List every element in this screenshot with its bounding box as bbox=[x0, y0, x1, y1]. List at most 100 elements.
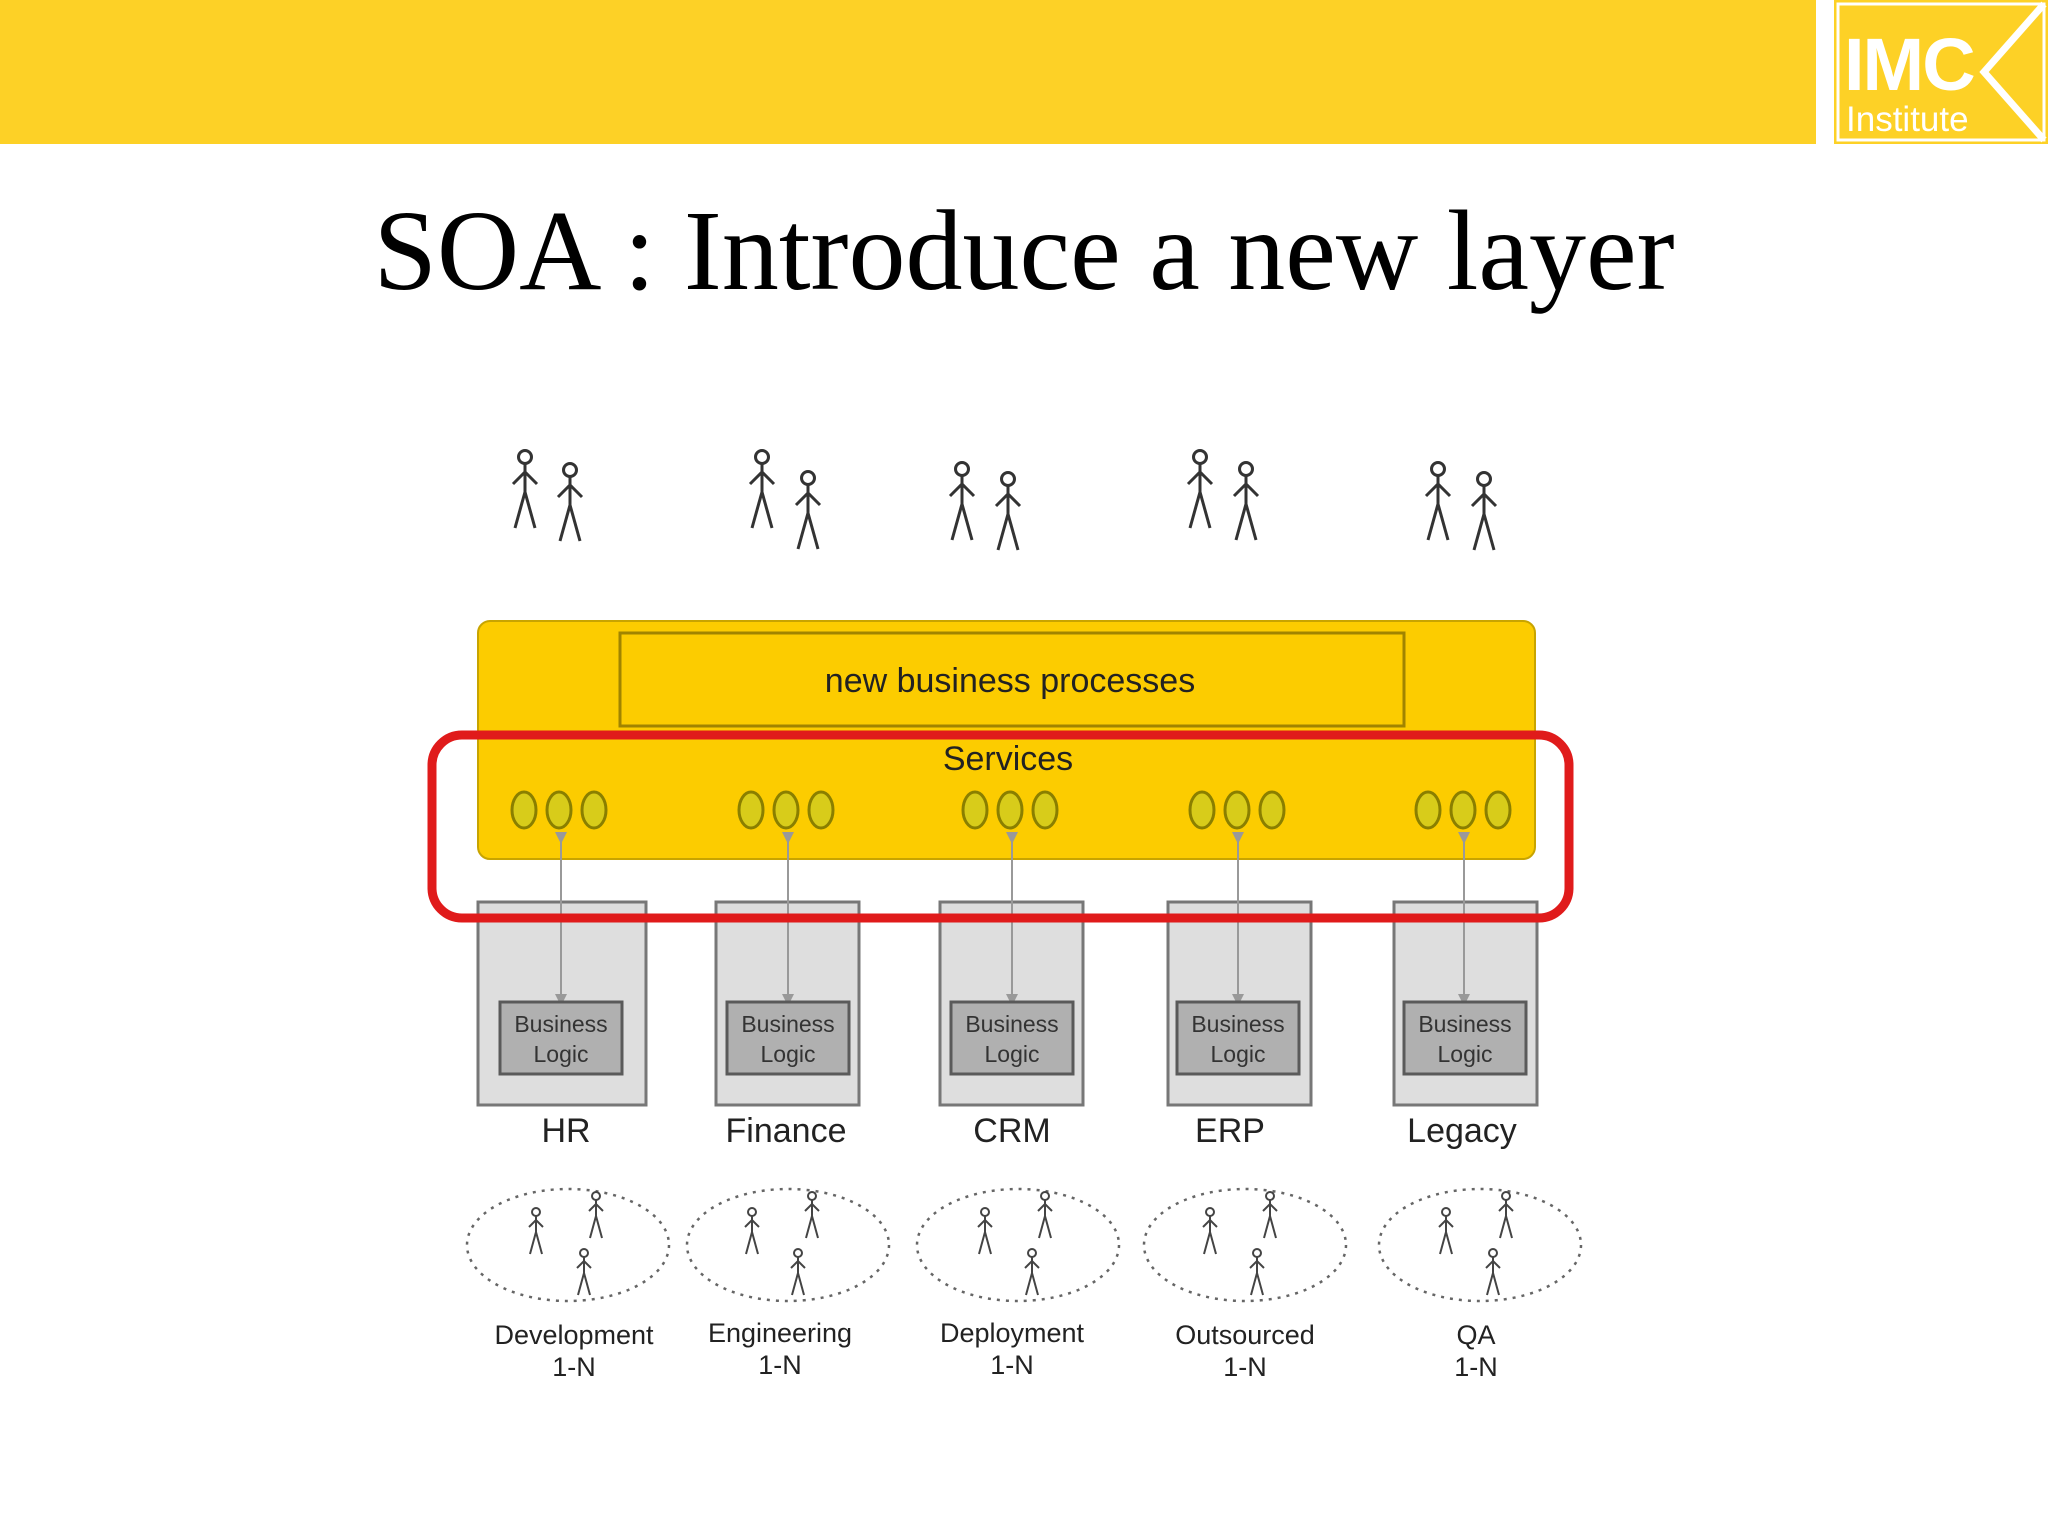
business-logic-label: Logic bbox=[534, 1041, 589, 1067]
users-group-1 bbox=[511, 449, 584, 543]
team-boundary bbox=[915, 1187, 1121, 1303]
user-icon bbox=[1232, 461, 1260, 542]
business-logic-label: Business bbox=[514, 1011, 607, 1037]
team-name: Outsourced bbox=[1175, 1320, 1315, 1350]
user-icon bbox=[511, 449, 539, 530]
service-node bbox=[545, 790, 573, 830]
team-name: Development bbox=[494, 1320, 654, 1350]
team-cluster-outsourced bbox=[1142, 1187, 1348, 1303]
team-member-icon bbox=[576, 1248, 592, 1296]
team-count: 1-N bbox=[1454, 1352, 1498, 1382]
user-icon bbox=[1424, 461, 1452, 542]
team-member-icon bbox=[1249, 1248, 1265, 1296]
services-label: Services bbox=[943, 740, 1073, 778]
team-member-icon bbox=[588, 1191, 604, 1239]
team-count: 1-N bbox=[552, 1352, 596, 1382]
logo-sub-text: Institute bbox=[1846, 100, 1969, 139]
business-logic-label: Business bbox=[741, 1011, 834, 1037]
team-member-icon bbox=[977, 1207, 993, 1255]
user-icon bbox=[948, 461, 976, 542]
finance-services bbox=[737, 790, 835, 830]
team-member-icon bbox=[1024, 1248, 1040, 1296]
business-logic-label: Business bbox=[1191, 1011, 1284, 1037]
business-logic-box bbox=[725, 1000, 851, 1076]
user-icon bbox=[748, 449, 776, 530]
team-member-icon bbox=[528, 1207, 544, 1255]
business-logic-label: Logic bbox=[761, 1041, 816, 1067]
service-endpoints bbox=[510, 790, 1512, 830]
team-boundary bbox=[1142, 1187, 1348, 1303]
business-logic-label: Logic bbox=[1211, 1041, 1266, 1067]
logo-main-text: IMC bbox=[1844, 23, 1976, 106]
team-member-icon bbox=[1037, 1191, 1053, 1239]
logo-chevron-mark bbox=[1836, 1, 2047, 143]
team-count: 1-N bbox=[758, 1350, 802, 1380]
team-member-icon bbox=[1485, 1248, 1501, 1296]
team-boundary bbox=[1377, 1187, 1583, 1303]
team-boundary bbox=[685, 1187, 891, 1303]
system-name-legacy: Legacy bbox=[1407, 1112, 1517, 1150]
user-icon bbox=[794, 470, 822, 551]
system-name-crm: CRM bbox=[973, 1112, 1050, 1150]
business-process-box bbox=[618, 631, 1406, 728]
team-name: Engineering bbox=[708, 1318, 852, 1348]
header-banner bbox=[0, 0, 1816, 144]
user-icon bbox=[556, 462, 584, 543]
system-name-hr: HR bbox=[541, 1112, 590, 1150]
team-name: QA bbox=[1456, 1320, 1495, 1350]
users-group-3 bbox=[948, 461, 1022, 552]
team-cluster-qa bbox=[1377, 1187, 1583, 1303]
team-member-icon bbox=[744, 1207, 760, 1255]
business-logic-label: Business bbox=[965, 1011, 1058, 1037]
erp-services bbox=[1188, 790, 1286, 830]
service-node bbox=[1484, 790, 1512, 830]
business-logic-box bbox=[1402, 1000, 1528, 1076]
service-node bbox=[1031, 790, 1059, 830]
users-group-4 bbox=[1186, 449, 1260, 542]
team-clusters bbox=[465, 1187, 1583, 1303]
hr-services bbox=[510, 790, 608, 830]
team-boundary bbox=[465, 1187, 671, 1303]
system-names: HR Finance CRM ERP Legacy bbox=[541, 1112, 1516, 1150]
user-icon bbox=[994, 471, 1022, 552]
user-icon bbox=[1470, 471, 1498, 552]
business-logic-box bbox=[498, 1000, 624, 1076]
service-node bbox=[737, 790, 765, 830]
business-logic-label: Logic bbox=[1438, 1041, 1493, 1067]
service-node bbox=[807, 790, 835, 830]
team-member-icon bbox=[1498, 1191, 1514, 1239]
service-node bbox=[580, 790, 608, 830]
service-node bbox=[1258, 790, 1286, 830]
service-node bbox=[510, 790, 538, 830]
imc-institute-logo: IMC Institute bbox=[1834, 0, 2048, 144]
team-name: Deployment bbox=[940, 1318, 1085, 1348]
team-count: 1-N bbox=[990, 1350, 1034, 1380]
team-cluster-deployment bbox=[915, 1187, 1121, 1303]
users-group-5 bbox=[1424, 461, 1498, 552]
service-node bbox=[1223, 790, 1251, 830]
business-logic-label: Logic bbox=[985, 1041, 1040, 1067]
business-logic-box bbox=[949, 1000, 1075, 1076]
services-layer-highlight bbox=[427, 730, 1574, 923]
crm-services bbox=[961, 790, 1059, 830]
team-member-icon bbox=[1202, 1207, 1218, 1255]
team-count: 1-N bbox=[1223, 1352, 1267, 1382]
service-node bbox=[772, 790, 800, 830]
team-cluster-engineering bbox=[685, 1187, 891, 1303]
business-logic-label: Business bbox=[1418, 1011, 1511, 1037]
user-icon bbox=[1186, 449, 1214, 530]
users-group-2 bbox=[748, 449, 822, 551]
team-member-icon bbox=[804, 1191, 820, 1239]
team-member-icon bbox=[790, 1248, 806, 1296]
business-logic-box bbox=[1175, 1000, 1301, 1076]
team-member-icon bbox=[1262, 1191, 1278, 1239]
service-node bbox=[1414, 790, 1442, 830]
business-logic-boxes: Business Logic Business Logic Business L… bbox=[498, 1000, 1528, 1076]
system-name-erp: ERP bbox=[1195, 1112, 1265, 1150]
user-groups bbox=[511, 449, 1498, 552]
slide-title: SOA : Introduce a new layer bbox=[373, 187, 1675, 314]
team-labels: Development 1-N Engineering 1-N Deployme… bbox=[494, 1318, 1497, 1382]
business-process-label: new business processes bbox=[825, 662, 1195, 700]
service-node bbox=[996, 790, 1024, 830]
